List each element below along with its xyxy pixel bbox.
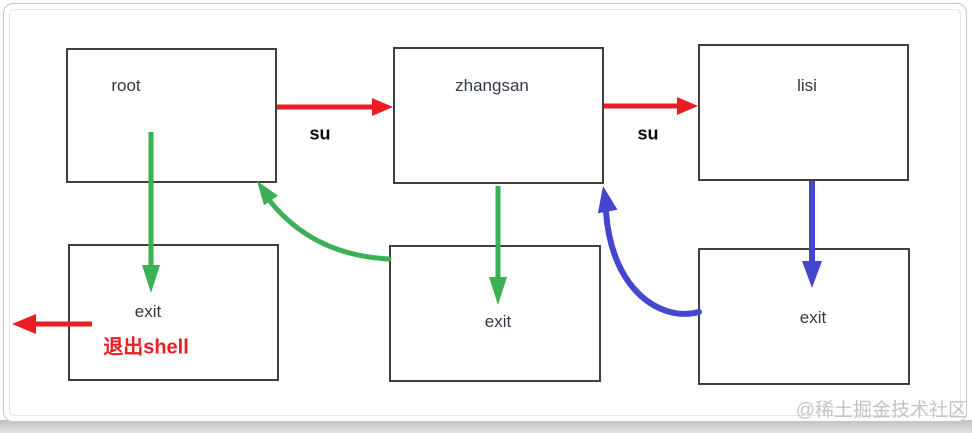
node-exit-from-root-label: exit	[134, 302, 162, 321]
node-zhangsan	[393, 47, 604, 184]
node-lisi	[698, 44, 909, 181]
su-label-1: su	[309, 123, 331, 144]
node-exit-from-root	[68, 244, 279, 381]
su-label-2: su	[637, 123, 659, 144]
watermark: @稀土掘金技术社区	[795, 400, 967, 421]
node-exit-from-lisi-label: exit	[799, 308, 827, 327]
node-root	[66, 48, 277, 183]
exit-shell-note: 退出shell	[103, 336, 189, 359]
node-lisi-label: lisi	[797, 76, 817, 95]
node-zhangsan-label: zhangsan	[455, 76, 529, 95]
node-root-label: root	[111, 76, 141, 95]
node-exit-from-zhangsan-label: exit	[484, 312, 512, 331]
node-exit-from-zhangsan	[389, 245, 601, 382]
page-bottom-strip	[0, 420, 972, 433]
inner-frame	[9, 9, 961, 416]
